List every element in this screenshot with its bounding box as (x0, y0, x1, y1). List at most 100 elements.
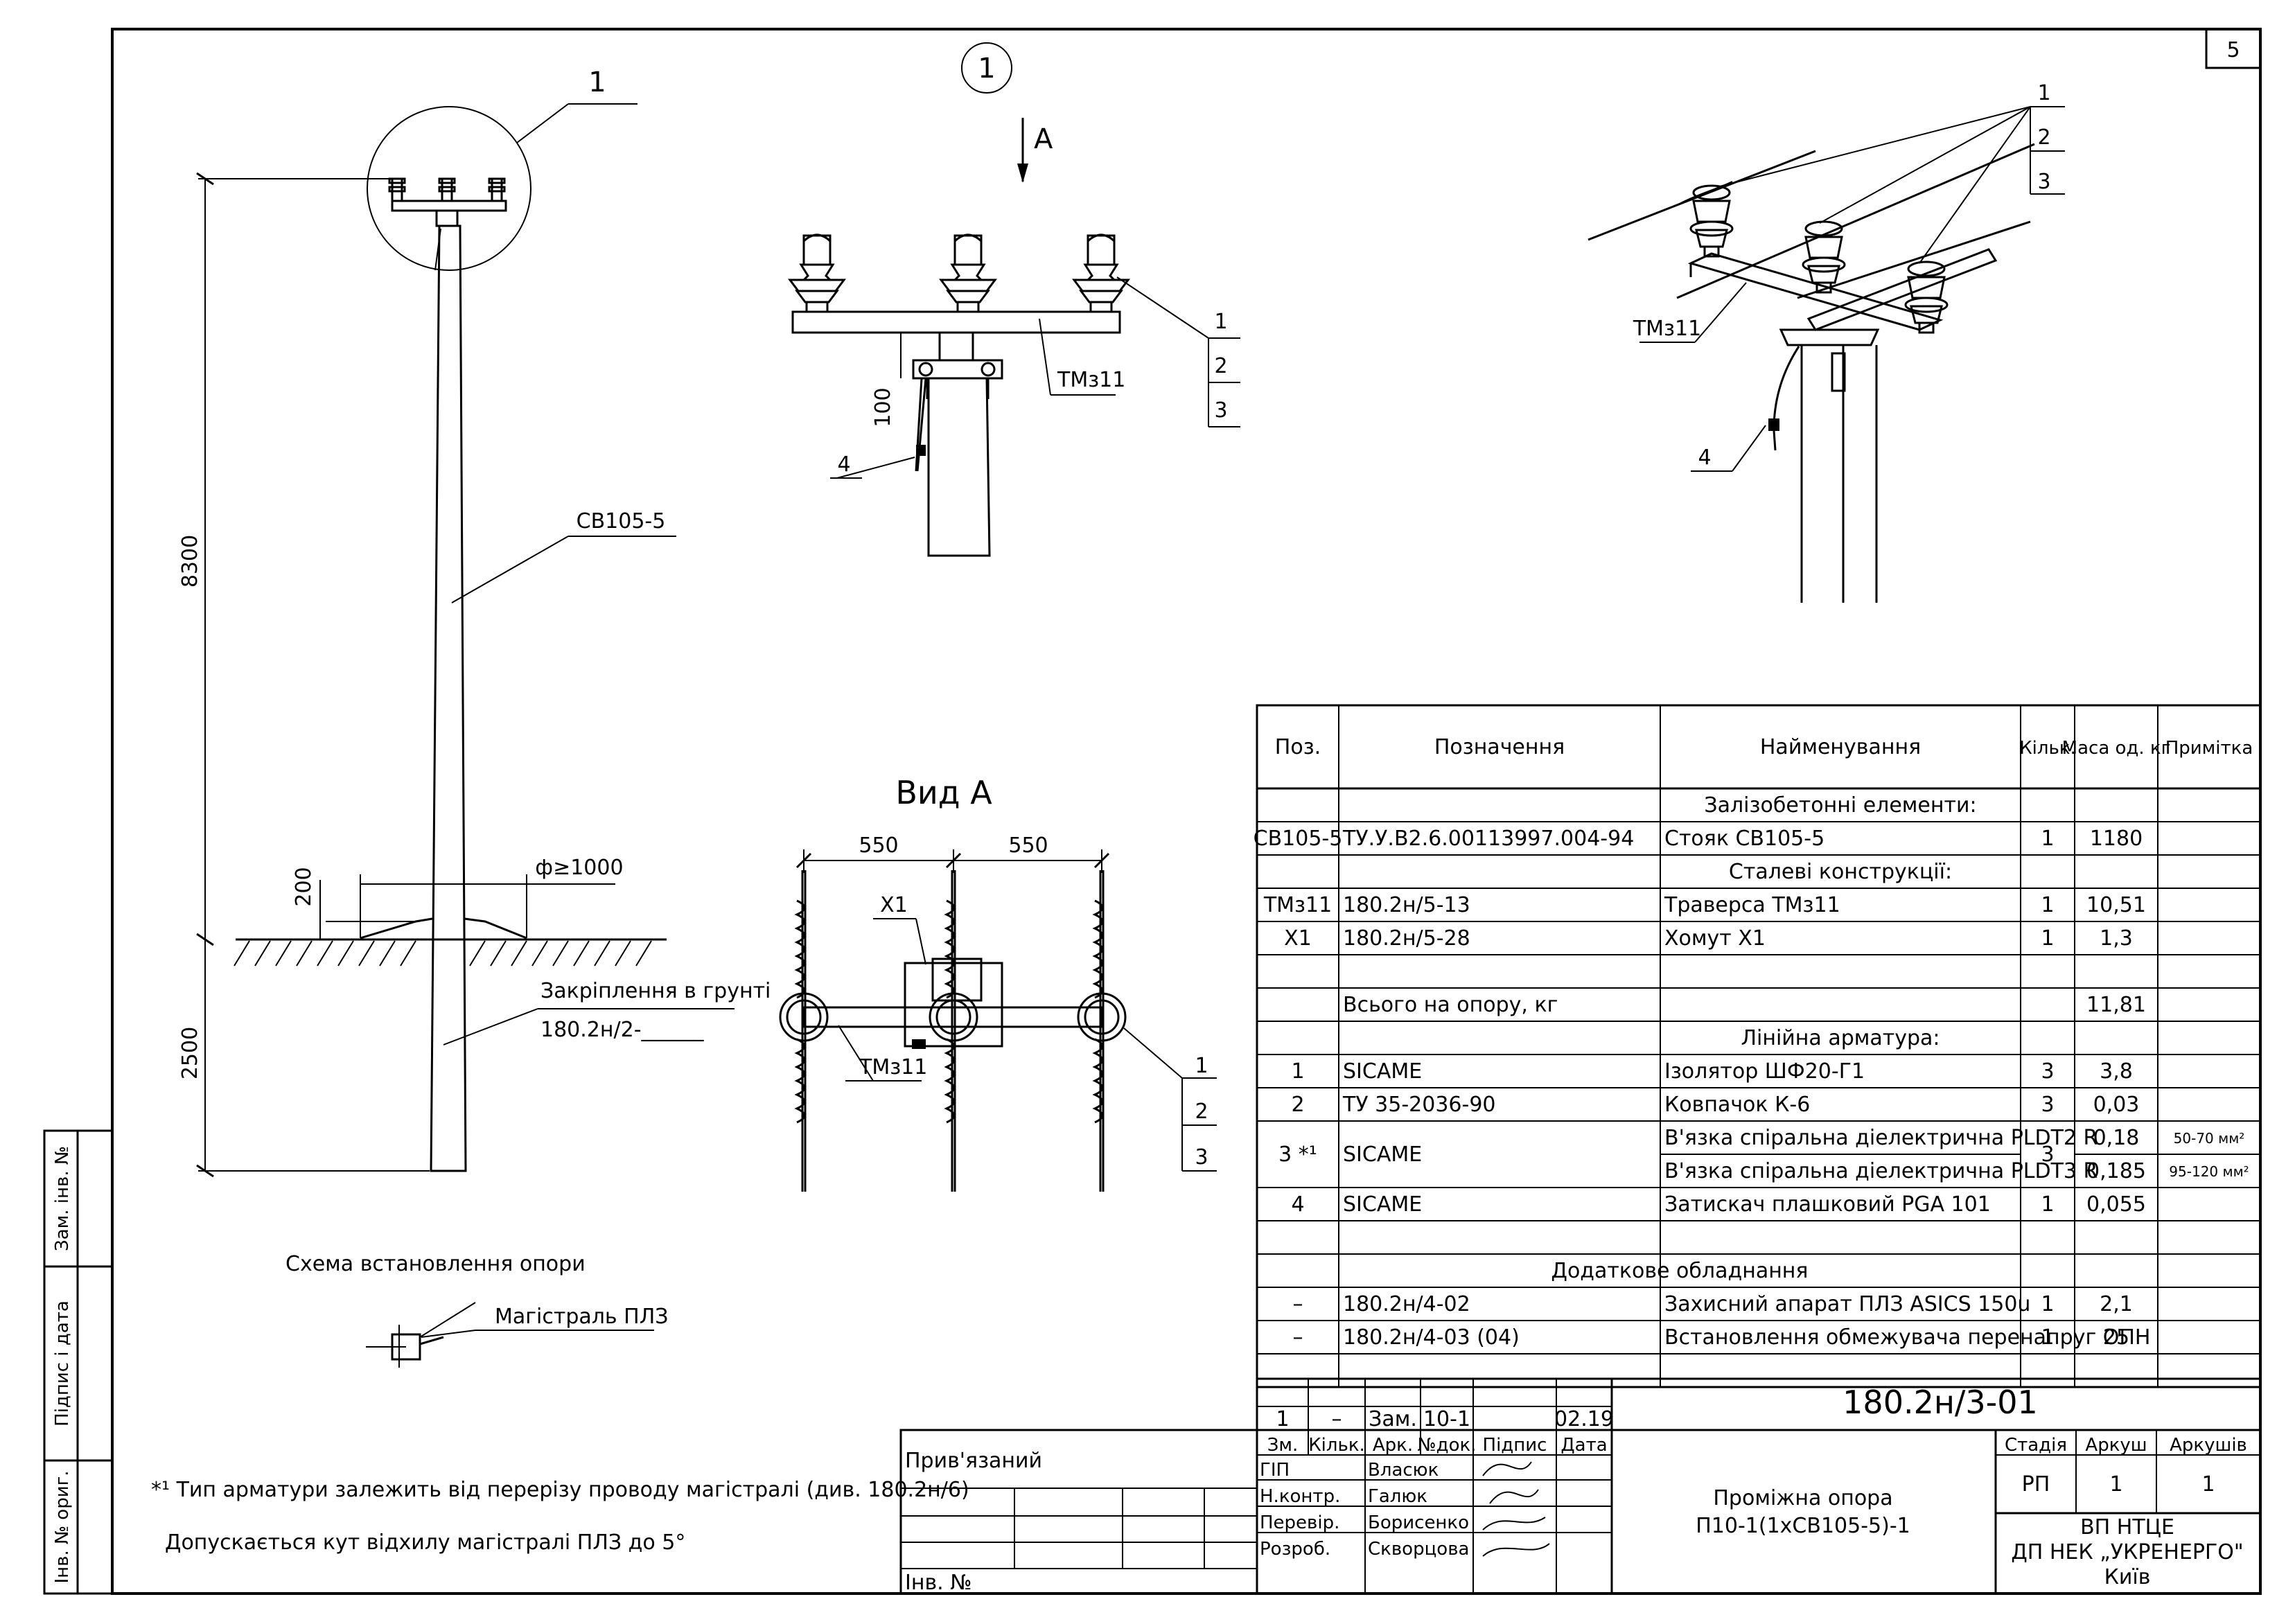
traverse-top (802, 1006, 1103, 1028)
cell-pos: 2 (1291, 1093, 1304, 1117)
dim-550-right: 550 (1008, 833, 1048, 858)
role-3: Розроб. (1260, 1539, 1330, 1560)
traverse-label-view-a: ТМз11 (859, 1055, 927, 1079)
signatures (1482, 1461, 1550, 1557)
cell-qty: 3 (2041, 1093, 2054, 1117)
cell-pos: 3 *¹ (1278, 1142, 1317, 1167)
cell-designation: 180.2н/4-03 (04) (1343, 1325, 1520, 1350)
cell-designation: 180.2н/5-13 (1343, 893, 1470, 917)
main-callout-number: 1 (588, 67, 606, 98)
cell-mass: 3,8 (2100, 1059, 2133, 1084)
inv-no-orig-label: Інв. № ориг. (52, 1470, 73, 1583)
cell-designation: 180.2н/4-02 (1343, 1292, 1470, 1316)
pole-body (430, 224, 467, 1172)
dim-200: 200 (292, 867, 316, 906)
pos1-label-detail: 1 (1214, 310, 1227, 334)
role-2: Перевір. (1260, 1512, 1339, 1533)
dim-550-left: 550 (859, 833, 898, 858)
cell-qty: 1 (2041, 1192, 2054, 1217)
stage-header: Стадія (2005, 1435, 2067, 1456)
cell-mass: 25 (2103, 1325, 2129, 1350)
hdr-ndok: №док. (1418, 1435, 1477, 1456)
cell-name: Ізолятор ШФ20-Г1 (1664, 1059, 1865, 1084)
hdr-date: Дата (1560, 1435, 1607, 1456)
traverse-label-iso: ТМз11 (1633, 317, 1701, 341)
org-line-2: ДП НЕК „УКРЕНЕРГО" (2011, 1540, 2243, 1564)
pos3-label-iso: 3 (2037, 170, 2050, 194)
cell-name: В'язка спіральна діелектрична PLDT2 R (1664, 1126, 2098, 1150)
pos4-label-detail: 4 (837, 452, 850, 477)
cell-mass: 2,1 (2100, 1292, 2133, 1316)
cell-qty: 1 (2041, 827, 2054, 851)
cell-mass: 0,185 (2086, 1159, 2146, 1183)
view-arrow-label: А (1034, 123, 1053, 155)
cell-pos: – (1293, 1292, 1303, 1316)
cell-qty: 1 (2041, 893, 2054, 917)
sheet-value: 1 (2109, 1472, 2122, 1497)
header-pos: Поз. (1275, 735, 1321, 759)
note-1: *¹ Тип арматури залежить від перерізу пр… (151, 1478, 969, 1502)
sheets-value: 1 (2201, 1472, 2215, 1497)
cell-qty: 3 (2041, 1059, 2054, 1084)
cell-name: В'язка спіральна діелектрична PLDT3 R (1664, 1159, 2098, 1183)
cell-pos: Х1 (1284, 926, 1312, 951)
rev-ark: Зам. (1369, 1407, 1417, 1431)
pos2-label-iso: 2 (2037, 125, 2050, 150)
cell-designation: ТУ.У.В2.6.00113997.004-94 (1342, 827, 1634, 851)
inv-no-zam-label: Зам. інв. № (52, 1146, 73, 1251)
org-line-3: Київ (2104, 1565, 2151, 1589)
role-name-3: Скворцова (1368, 1539, 1469, 1560)
cell-name: Затискач плашковий PGA 101 (1664, 1192, 1991, 1217)
doc-code: 180.2н/3-01 (1843, 1384, 2038, 1421)
cell-name: Ковпачок К-6 (1664, 1093, 1810, 1117)
hdr-ark: Арк. (1373, 1435, 1413, 1456)
isometric-view: ТМз11 4 1 2 3 (1588, 81, 2065, 603)
cell-mass: 1180 (2090, 827, 2143, 851)
sheet-number: 5 (2226, 38, 2240, 62)
title-block: Прив'язаний Інв. № 1 – Зам. 10-1 02.19 З… (899, 1377, 2262, 1595)
cell-mass: 10,51 (2086, 893, 2146, 917)
header-designation: Позначення (1434, 735, 1565, 759)
header-name: Найменування (1760, 735, 1921, 759)
role-1: Н.контр. (1260, 1486, 1340, 1507)
role-name-1: Галюк (1368, 1486, 1427, 1507)
rev-ndok: 10-1 (1423, 1407, 1470, 1431)
cell-mass: 0,055 (2086, 1192, 2146, 1217)
traverse-label-detail: ТМз11 (1057, 368, 1125, 392)
cell-mass: 1,3 (2100, 926, 2133, 951)
section-header: Додаткове обладнання (1551, 1259, 1809, 1283)
installation-scheme: Схема встановлення опори Магістраль ПЛЗ (285, 1252, 669, 1368)
cell-qty: 1 (2041, 1292, 2054, 1316)
cell-note: 50-70 мм² (2174, 1130, 2245, 1147)
cell-designation: SICAME (1343, 1059, 1422, 1084)
cell-designation: SICAME (1343, 1142, 1422, 1167)
dim-diameter: ф≥1000 (535, 856, 623, 880)
cell-designation: SICAME (1343, 1192, 1422, 1217)
header-mass: Маса од. кг (2062, 738, 2171, 759)
dim-100: 100 (871, 387, 895, 427)
view-a-title: Вид А (895, 774, 992, 811)
pole-top-detail (927, 377, 991, 557)
cell-designation: 180.2н/5-28 (1343, 926, 1470, 951)
pos4-label-iso: 4 (1698, 445, 1711, 470)
rev-zm: 1 (1276, 1407, 1289, 1431)
sheet-number-box (2205, 28, 2262, 69)
cell-note: 95-120 мм² (2169, 1163, 2249, 1180)
cell-pos: 4 (1291, 1192, 1304, 1217)
cell-name: Захисний апарат ПЛЗ ASICS 150u (1664, 1292, 2030, 1316)
traverse-front (791, 310, 1121, 334)
sheets-header: Аркушів (2170, 1435, 2247, 1456)
rev-date: 02.19 (1554, 1407, 1614, 1431)
cell-designation: Всього на опору, кг (1343, 993, 1558, 1017)
cell-pos: ТМз11 (1263, 893, 1332, 917)
cell-name: Стояк СВ105-5 (1664, 827, 1824, 851)
hdr-zm: Зм. (1267, 1435, 1299, 1456)
org-line-1: ВП НТЦЕ (2080, 1515, 2174, 1539)
cell-pos: 1 (1291, 1059, 1304, 1084)
dim-2500: 2500 (178, 1027, 202, 1079)
cell-pos: – (1293, 1325, 1303, 1350)
object-line-1: Проміжна опора (1713, 1486, 1892, 1510)
detail-callout-number: 1 (978, 53, 995, 85)
